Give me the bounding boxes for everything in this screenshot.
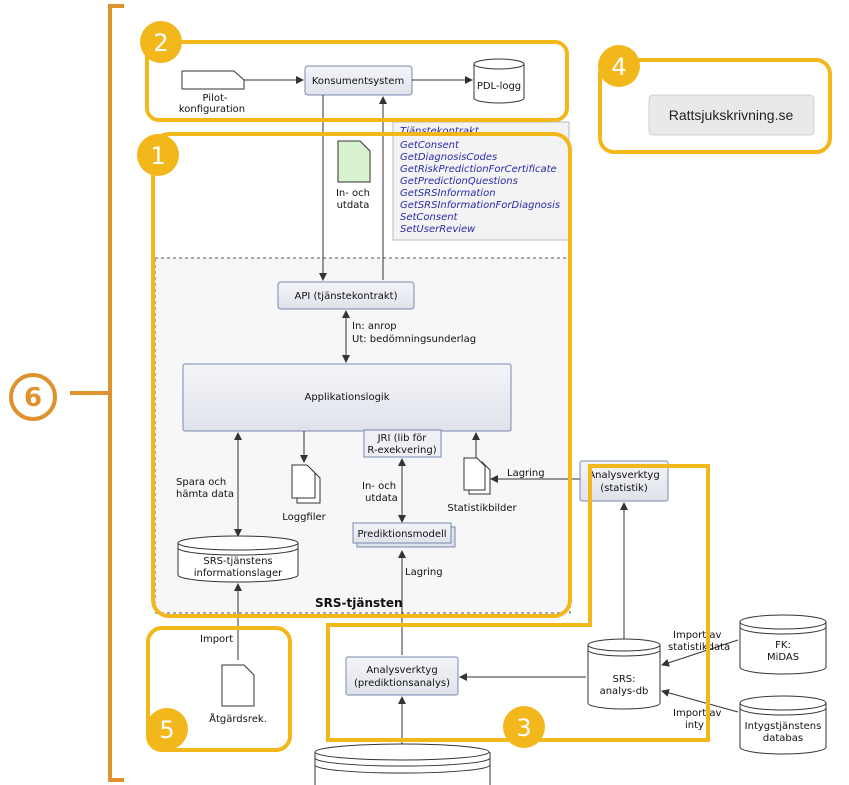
- srs-db-label-1: SRS:: [612, 674, 635, 685]
- badge-2: 2: [140, 21, 182, 63]
- spara-label-1: Spara och: [176, 477, 226, 488]
- frame-2: [145, 40, 569, 122]
- statistikbilder-doc-icon: [463, 457, 491, 495]
- contract-item: GetConsent: [400, 140, 460, 151]
- in-anrop-label: In: anrop: [352, 321, 397, 332]
- svg-text:3: 3: [516, 714, 531, 742]
- loggfiler-label: Loggfiler: [282, 512, 326, 523]
- inout2-label-1: In- och: [362, 481, 396, 492]
- ut-bedomning-label: Ut: bedömningsunderlag: [352, 334, 476, 345]
- applikationslogik-label: Applikationslogik: [304, 392, 389, 403]
- import-label: Import: [200, 634, 233, 645]
- badge-6-label: 6: [24, 383, 42, 413]
- bottom-db: [314, 743, 491, 785]
- contract-item: GetDiagnosisCodes: [400, 152, 497, 163]
- fk-label-1: FK:: [775, 640, 791, 651]
- bracket-6: [108, 4, 124, 782]
- frame-1: [151, 132, 572, 618]
- informationslager-db: [177, 535, 299, 583]
- svg-text:2: 2: [153, 29, 168, 57]
- contracts-title: Tjänstekontrakt: [400, 126, 480, 137]
- lagring2-label: Lagring: [405, 567, 443, 578]
- intyg-label-1: Intygstjänstens: [745, 721, 822, 732]
- prediktionsmodell-box: [352, 522, 452, 544]
- analys-pred-label-1: Analysverktyg: [366, 665, 437, 676]
- fk-label-2: MiDAS: [767, 652, 799, 663]
- spara-label-2: hämta data: [176, 489, 234, 500]
- konsumentsystem-label: Konsumentsystem: [312, 76, 404, 87]
- fk-midas-db: [739, 614, 827, 675]
- analys-pred-box: [345, 656, 459, 696]
- badge-3: 3: [503, 706, 545, 748]
- pilot-doc-icon: [181, 70, 245, 90]
- intyg-label-2: databas: [763, 733, 803, 744]
- badge-5: 5: [146, 708, 188, 750]
- api-box: [277, 281, 415, 310]
- contract-item: GetRiskPredictionForCertificate: [400, 164, 557, 175]
- pdl-label: PDL-logg: [477, 81, 521, 92]
- applikationslogik-box: [182, 363, 512, 432]
- infolager-label-1: SRS-tjänstens: [203, 556, 272, 567]
- api-label: API (tjänstekontrakt): [294, 291, 397, 302]
- srs-analys-db: [587, 638, 661, 710]
- pdl-log-db: [473, 58, 525, 104]
- frame-3: [326, 464, 710, 742]
- contract-item: GetSRSInformationForDiagnosis: [400, 200, 560, 211]
- prediktionsmodell-label: Prediktionsmodell: [357, 529, 446, 540]
- analys-statistik-box: [579, 460, 669, 502]
- pilot-label-2: konfiguration: [179, 104, 245, 115]
- svg-text:4: 4: [611, 53, 626, 81]
- frame-5: [146, 626, 292, 752]
- srs-title: SRS-tjänsten: [315, 596, 403, 610]
- import-inty-label-2: inty: [685, 720, 704, 731]
- import-stat-label-1: Import av: [673, 630, 721, 641]
- rattsjukskrivning-label: Rattsjukskrivning.se: [669, 107, 794, 123]
- loggfiler-doc-icon: [291, 464, 321, 504]
- frame-4: [598, 58, 832, 154]
- lagring1-label: Lagring: [507, 468, 545, 479]
- jri-box: [363, 429, 442, 458]
- inout-doc-icon: [337, 140, 371, 183]
- infolager-label-2: informationslager: [194, 568, 283, 579]
- analys-pred-label-2: (prediktionsanalys): [354, 678, 450, 689]
- inout-label-2: utdata: [337, 200, 370, 211]
- atgard-doc-icon: [221, 664, 255, 707]
- contract-item: GetSRSInformation: [400, 188, 496, 199]
- intygstjanst-db: [739, 695, 827, 755]
- atgard-label: Åtgärdsrek.: [209, 712, 267, 725]
- badge-1: 1: [137, 134, 179, 176]
- svg-text:1: 1: [150, 142, 165, 170]
- import-stat-label-2: statistikdata: [668, 642, 730, 653]
- import-inty-label-1: Import av: [673, 708, 721, 719]
- jri-label-2: R-exekvering): [367, 445, 436, 456]
- contract-item: SetConsent: [400, 212, 459, 223]
- inout2-label-2: utdata: [365, 493, 398, 504]
- contract-item: SetUserReview: [400, 224, 476, 235]
- contract-item: GetPredictionQuestions: [400, 176, 518, 187]
- pilot-label-1: Pilot-: [202, 93, 227, 104]
- badge-6: [9, 373, 57, 421]
- srs-db-label-2: analys-db: [600, 686, 649, 697]
- rattsjukskrivning-button[interactable]: Rattsjukskrivning.se: [648, 94, 815, 136]
- analys-stat-label-1: Analysverktyg: [588, 470, 659, 481]
- badge-4: 4: [598, 45, 640, 87]
- jri-label-1: JRI (lib för: [377, 433, 428, 444]
- analys-stat-label-2: (statistik): [600, 483, 648, 494]
- svg-text:5: 5: [159, 716, 174, 744]
- statistikbilder-label: Statistikbilder: [447, 503, 517, 514]
- inout-label-1: In- och: [336, 188, 370, 199]
